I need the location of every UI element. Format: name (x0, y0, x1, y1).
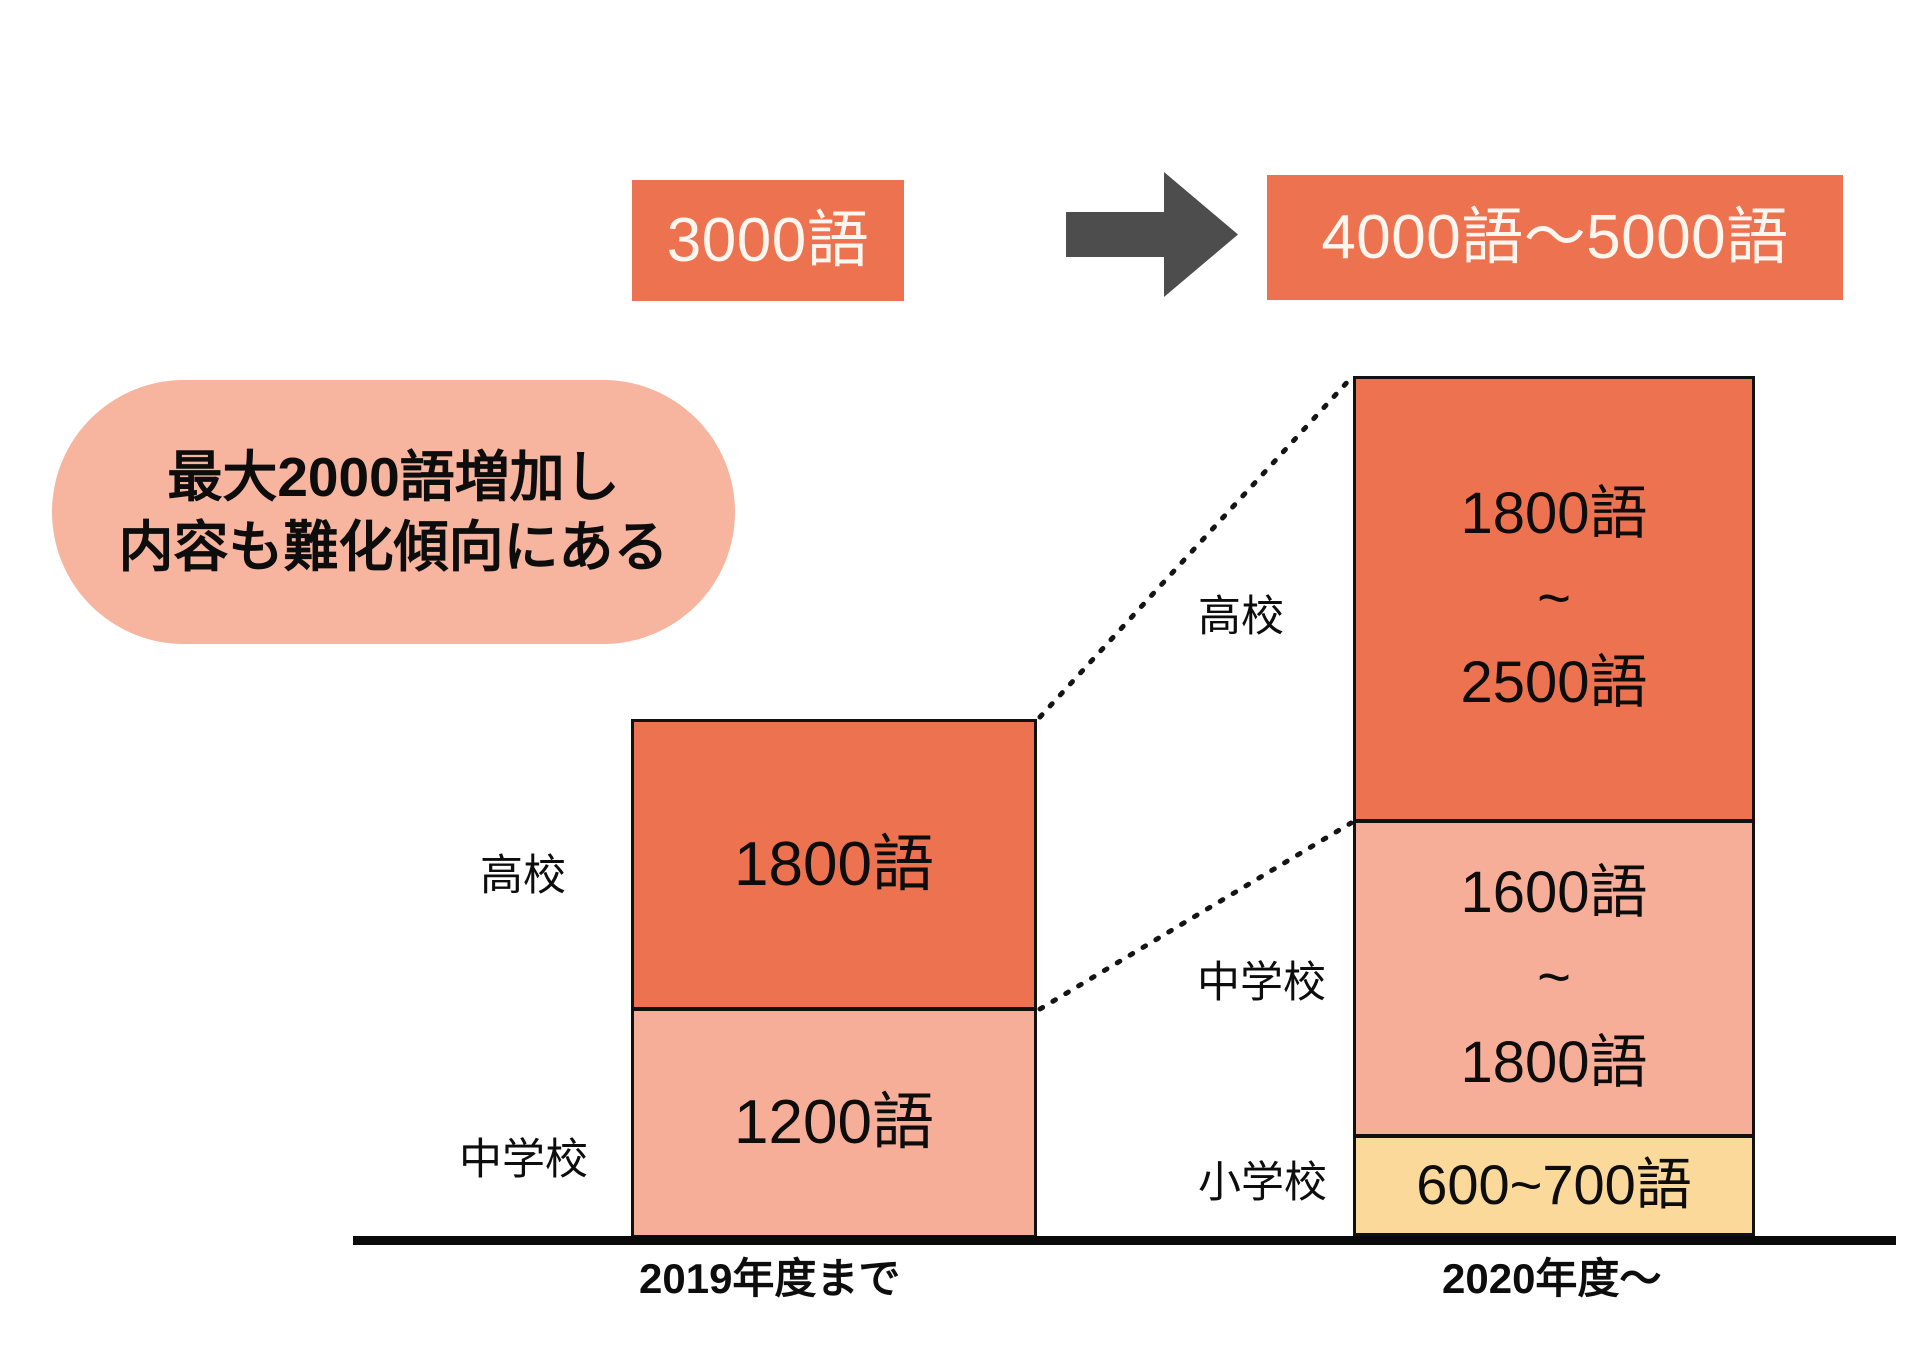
total-after-banner: 4000語〜5000語 (1267, 175, 1843, 300)
bar-value-left-high-school: 1800語 (734, 829, 934, 899)
total-before-banner: 3000語 (632, 180, 904, 301)
bar-value-right-junior-high-max: 1800語 (1460, 1029, 1648, 1095)
arrow-right-icon (1066, 172, 1238, 297)
chart-baseline (353, 1236, 1896, 1245)
bar-value-right-high-school-min: 1800語 (1460, 480, 1648, 546)
row-label-right-junior-high: 中学校 (1197, 959, 1326, 1007)
bar-segment-right-elementary: 600~700語 (1353, 1135, 1755, 1236)
bar-value-right-elementary: 600~700語 (1416, 1153, 1692, 1217)
bar-segment-right-junior-high: 1600語 ~ 1800語 (1353, 820, 1755, 1137)
callout-bubble: 最大2000語増加し 内容も難化傾向にある (52, 380, 735, 644)
axis-category-label-2019: 2019年度まで (639, 1255, 901, 1302)
bar-segment-right-high-school: 1800語 ~ 2500語 (1353, 376, 1755, 822)
total-before-label: 3000語 (666, 205, 870, 275)
axis-category-label-2020: 2020年度〜 (1442, 1255, 1662, 1302)
row-label-right-elementary: 小学校 (1198, 1159, 1327, 1207)
bar-value-right-junior-high-min: 1600語 (1460, 860, 1648, 926)
row-label-left-junior-high: 中学校 (459, 1136, 588, 1184)
bar-value-right-high-school-max: 2500語 (1460, 650, 1648, 716)
bar-value-right-high-school-tilde: ~ (1537, 565, 1571, 631)
bar-segment-left-junior-high: 1200語 (631, 1008, 1037, 1238)
bar-segment-left-high-school: 1800語 (631, 719, 1037, 1010)
row-label-right-high-school: 高校 (1198, 593, 1284, 641)
row-label-left-high-school: 高校 (480, 852, 566, 900)
bar-value-right-junior-high-tilde: ~ (1537, 945, 1571, 1011)
callout-line-1: 最大2000語増加し (167, 445, 620, 508)
callout-line-2: 内容も難化傾向にある (118, 516, 669, 578)
total-after-label: 4000語〜5000語 (1321, 202, 1789, 272)
connector-high-school (1037, 375, 1354, 720)
bar-value-left-junior-high: 1200語 (734, 1088, 934, 1158)
